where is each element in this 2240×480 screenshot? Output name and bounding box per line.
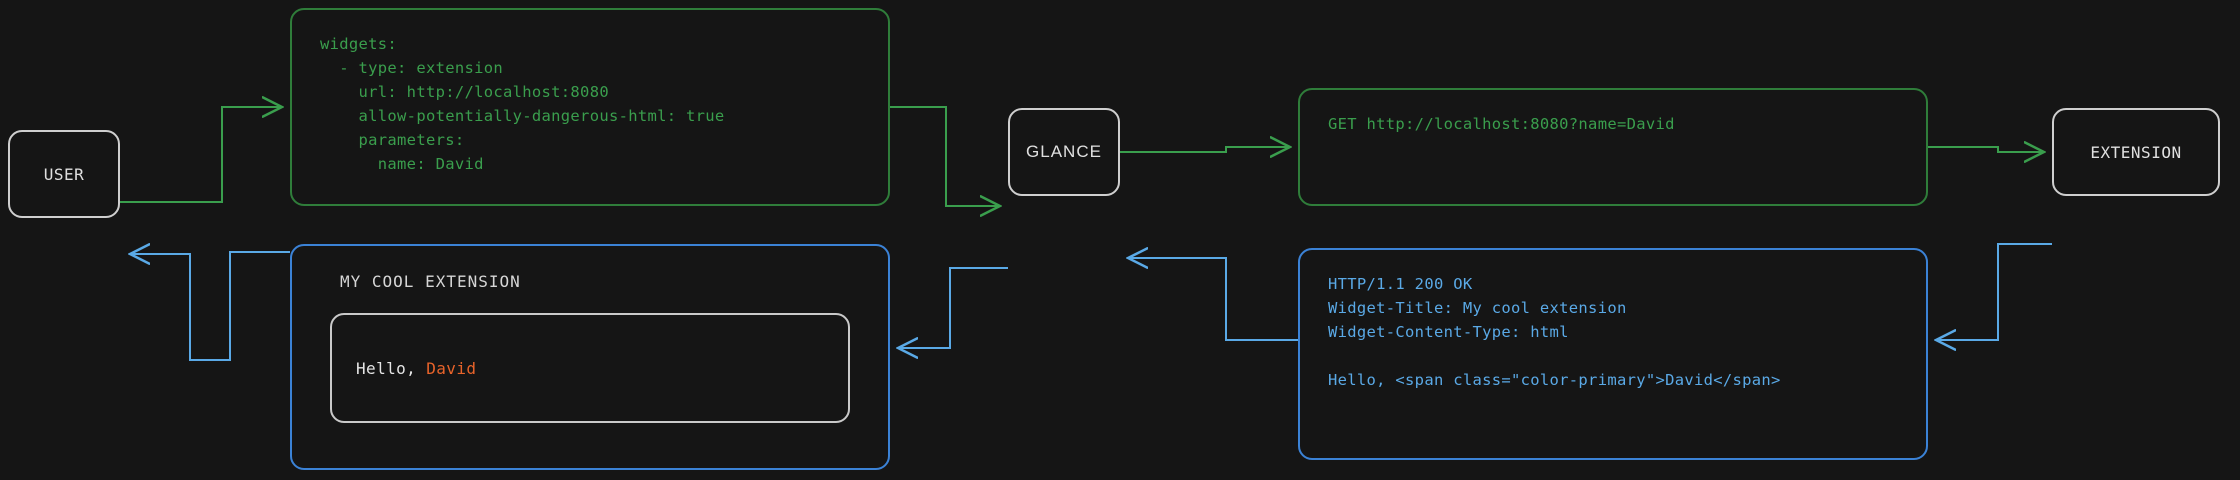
- wire-config-to-glance: [890, 106, 1000, 206]
- panel-rendered-widget: MY COOL EXTENSION Hello, David: [290, 244, 890, 470]
- widget-greeting: Hello, David: [356, 359, 476, 378]
- node-glance[interactable]: GLANCE: [1008, 108, 1120, 196]
- node-extension[interactable]: EXTENSION: [2052, 108, 2220, 196]
- wire-glance-to-request: [1120, 147, 1290, 152]
- node-glance-label: GLANCE: [1026, 142, 1102, 161]
- widget-title: MY COOL EXTENSION: [340, 272, 521, 291]
- panel-http-response: HTTP/1.1 200 OK Widget-Title: My cool ex…: [1298, 248, 1928, 460]
- node-user[interactable]: USER: [8, 130, 120, 218]
- http-response-text: HTTP/1.1 200 OK Widget-Title: My cool ex…: [1328, 275, 1781, 389]
- widget-card: Hello, David: [330, 313, 850, 423]
- panel-http-request: GET http://localhost:8080?name=David: [1298, 88, 1928, 206]
- wire-request-to-extension: [1928, 147, 2044, 152]
- wire-extension-to-response: [1936, 243, 2052, 340]
- wire-user-to-config: [120, 107, 282, 203]
- http-request-text: GET http://localhost:8080?name=David: [1328, 115, 1675, 133]
- wire-response-to-glance: [1128, 258, 1298, 341]
- wire-widget-to-user-final: [130, 252, 290, 361]
- glance-yaml-config-text: widgets: - type: extension url: http://l…: [320, 35, 725, 173]
- widget-greeting-name: David: [426, 358, 477, 378]
- panel-glance-config: widgets: - type: extension url: http://l…: [290, 8, 890, 206]
- wire-widget-outer-to-user: [190, 252, 290, 352]
- node-extension-label: EXTENSION: [2090, 142, 2182, 162]
- widget-greeting-prefix: Hello,: [356, 358, 427, 378]
- wire-glance-to-widget: [898, 267, 1008, 348]
- wire-widget-to-user: [180, 250, 290, 252]
- wire-widget-left-to-user: [231, 252, 292, 349]
- node-user-label: USER: [43, 164, 85, 184]
